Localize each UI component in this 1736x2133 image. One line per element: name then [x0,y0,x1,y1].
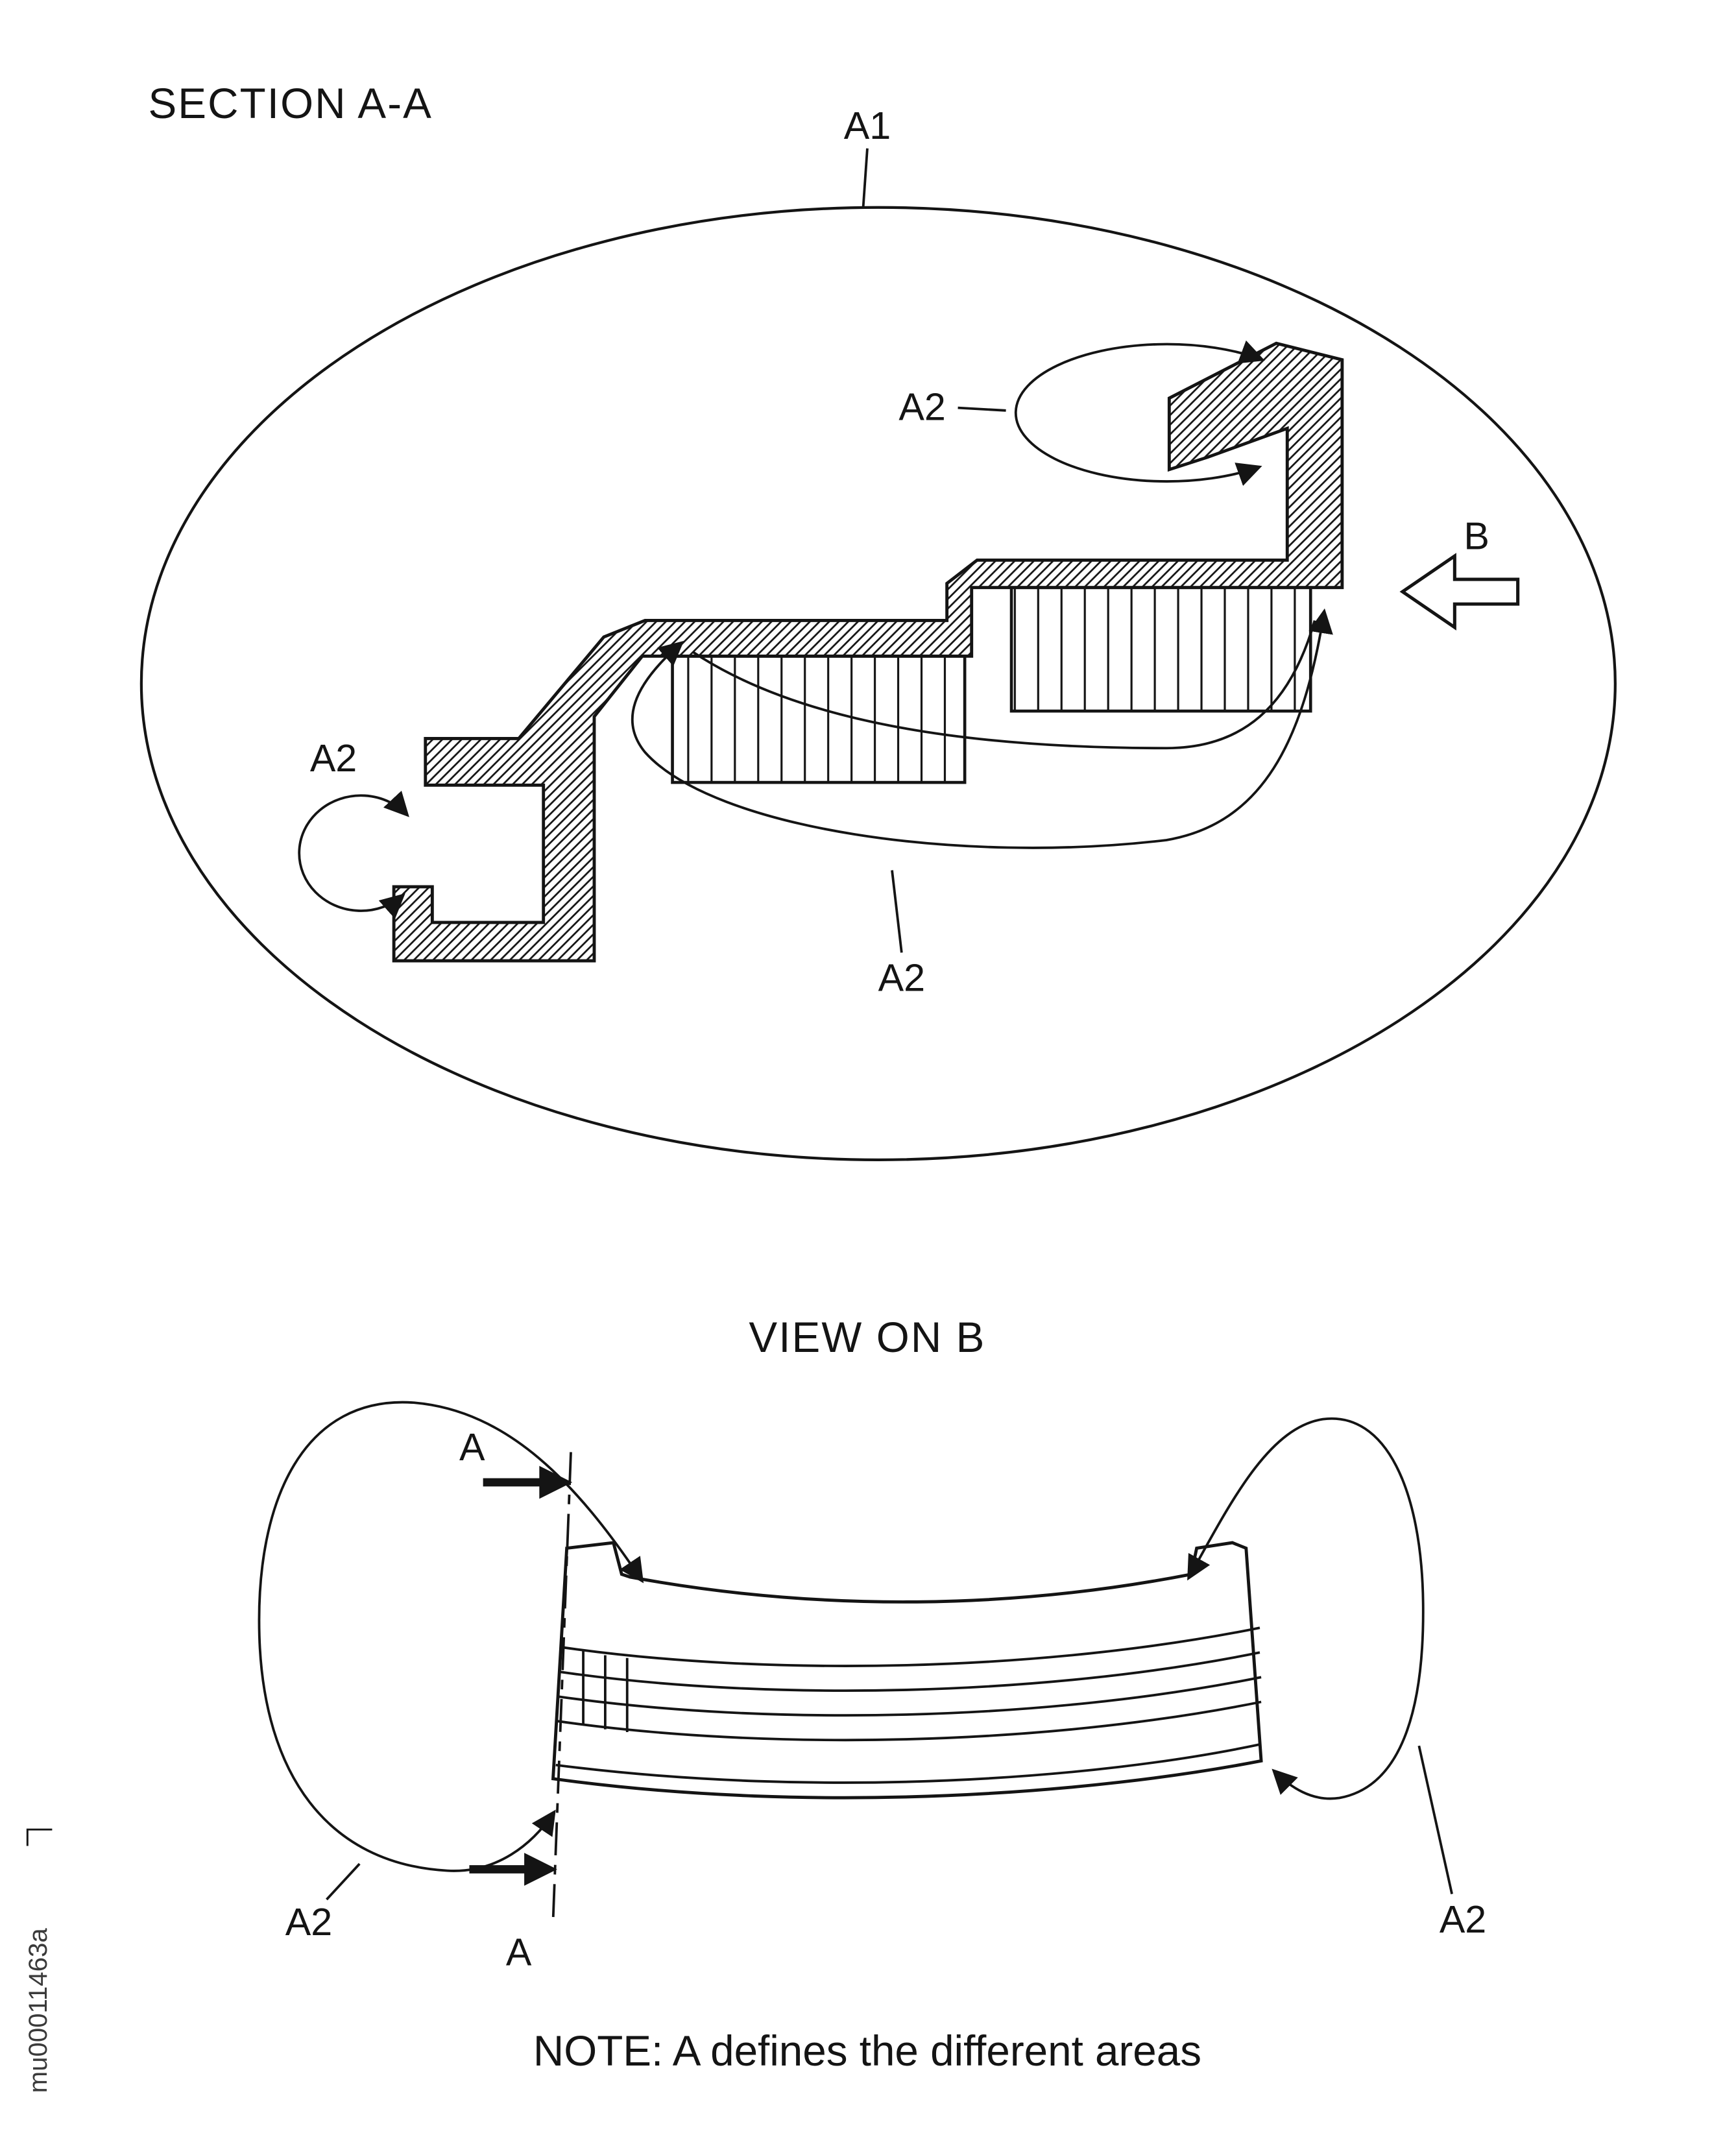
view-on-b: VIEW ON B A A [258,1314,1486,1974]
view-direction-arrow-b [1399,553,1520,631]
label-b: B [1464,514,1489,557]
a2-balloon-left [258,1401,644,1872]
a2-left-leader [326,1862,361,1901]
a1-leader-line [862,148,869,208]
shroud-outline [551,1541,1263,1800]
a2-bottom-leader [891,870,903,953]
section-arrow-bottom [469,1853,557,1886]
section-aa-view: SECTION A-A A1 A2 A2 A2 B [139,80,1617,1161]
a2-loop-bottom-top-edge [692,620,1316,750]
label-a-bottom: A [506,1931,532,1974]
label-a2-top: A2 [898,385,945,429]
serration-area-left [671,655,967,784]
label-a2-bottom: A2 [878,956,925,1000]
section-arrow-top [483,1465,573,1499]
a2-loop-top [1014,340,1265,486]
section-aa-title: SECTION A-A [148,80,433,127]
margin-watermark: mu00011463a [23,1828,53,2093]
section-cut-ticks [582,1651,629,1732]
a2-balloon-right [1187,1417,1425,1800]
label-a2-left: A2 [310,736,357,780]
a2-loop-left [298,790,409,919]
label-a-top: A [459,1425,485,1469]
watermark-text: mu00011463a [23,1928,53,2093]
section-line-aa [551,1452,572,1922]
watermark-bracket [26,1828,53,1846]
a2-right-leader [1417,1745,1453,1895]
label-a1: A1 [844,104,891,147]
a2-top-leader [958,406,1006,412]
serration-area-right [1009,586,1312,713]
a2-loop-bottom [631,608,1333,849]
note-text: NOTE: A defines the different areas [533,2027,1201,2075]
serration-band-lines [555,1626,1262,1784]
label-a2-view-left: A2 [285,1900,332,1944]
boundary-ellipse-a1 [139,206,1617,1161]
view-on-b-title: VIEW ON B [749,1314,985,1361]
label-a2-view-right: A2 [1440,1898,1486,1941]
